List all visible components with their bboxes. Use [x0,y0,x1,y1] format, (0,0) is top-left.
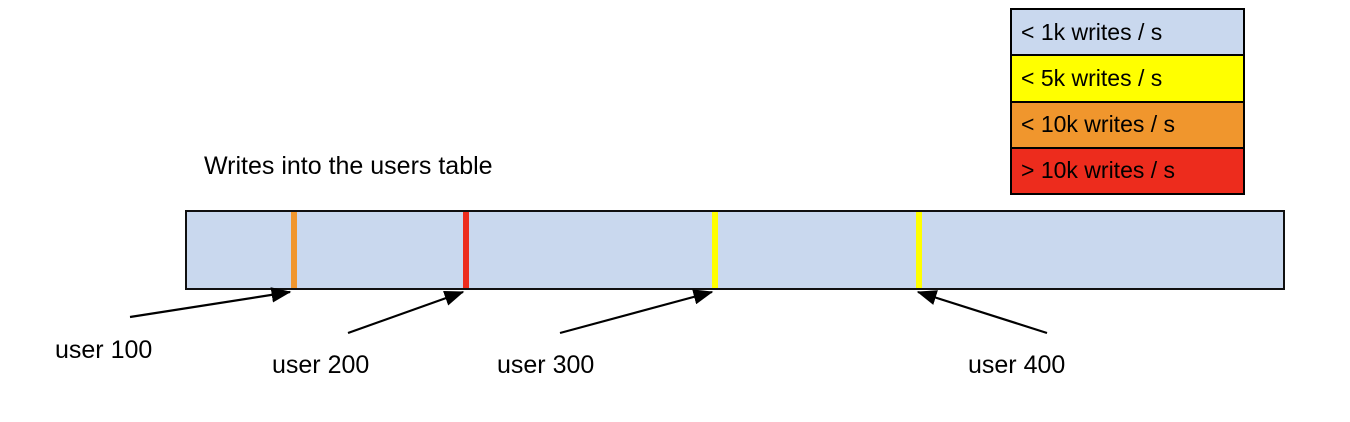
legend-item-label: > 10k writes / s [1021,157,1176,184]
chart-title: Writes into the users table [204,152,493,180]
legend-item-label: < 10k writes / s [1021,111,1176,138]
user-100-band [291,212,297,288]
pointer-arrow-2 [347,290,465,335]
user-400-band [916,212,922,288]
legend-item-gt-10k: > 10k writes / s [1012,148,1243,193]
pointer-label-user-200: user 200 [272,351,370,379]
pointer-arrow-3 [559,289,714,335]
legend: < 1k writes / s < 5k writes / s < 10k wr… [1010,8,1245,195]
pointer-label-user-300: user 300 [497,351,595,379]
pointer-label-user-400: user 400 [968,351,1066,379]
legend-item-label: < 5k writes / s [1021,64,1163,91]
legend-item-lt-1k: < 1k writes / s [1012,10,1243,57]
user-300-band [712,212,718,288]
legend-item-label: < 1k writes / s [1021,18,1163,45]
user-200-band [463,212,469,288]
legend-item-lt-10k: < 10k writes / s [1012,102,1243,149]
users-table-bar [185,210,1285,290]
legend-item-lt-5k: < 5k writes / s [1012,56,1243,103]
pointer-label-user-100: user 100 [55,336,153,364]
pointer-arrow-4 [916,290,1048,335]
pointer-arrow-1 [129,287,292,319]
